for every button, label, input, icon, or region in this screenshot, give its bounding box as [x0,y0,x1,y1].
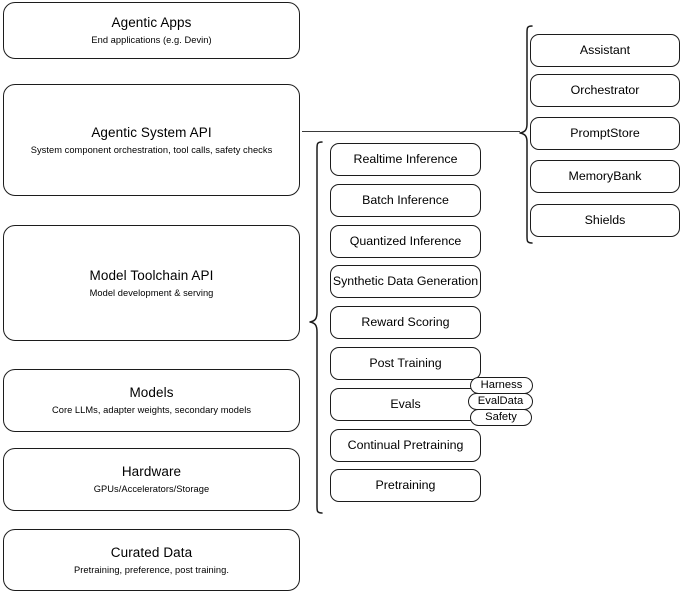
toolchain-item-quantized-inference[interactable]: Quantized Inference [330,225,481,258]
layer-curated-data[interactable]: Curated Data Pretraining, preference, po… [3,529,300,591]
item-label: Post Training [369,356,442,370]
item-label: Reward Scoring [361,315,450,329]
eval-pill-safety[interactable]: Safety [470,409,532,426]
layer-agentic-system-api[interactable]: Agentic System API System component orch… [3,84,300,196]
item-label: Evals [390,397,421,411]
layer-title: Model Toolchain API [89,267,214,283]
layer-title: Curated Data [110,544,193,560]
layer-model-toolchain-api[interactable]: Model Toolchain API Model development & … [3,225,300,341]
eval-pill-evaldata[interactable]: EvalData [468,393,533,410]
item-label: Shields [584,213,626,227]
eval-pill-harness[interactable]: Harness [470,377,533,394]
system-item-memorybank[interactable]: MemoryBank [530,160,680,193]
toolchain-item-post-training[interactable]: Post Training [330,347,481,380]
layer-subtitle: End applications (e.g. Devin) [91,35,212,45]
item-label: Quantized Inference [349,234,462,248]
connector-system-api-to-components [302,131,520,133]
brace-system-components [519,25,533,244]
item-label: Realtime Inference [353,152,458,166]
toolchain-item-continual-pretraining[interactable]: Continual Pretraining [330,429,481,462]
pill-label: Harness [480,379,523,391]
toolchain-item-realtime-inference[interactable]: Realtime Inference [330,143,481,176]
toolchain-item-reward-scoring[interactable]: Reward Scoring [330,306,481,339]
layer-subtitle: Core LLMs, adapter weights, secondary mo… [51,405,252,415]
layer-title: Models [129,385,174,400]
layer-hardware[interactable]: Hardware GPUs/Accelerators/Storage [3,448,300,511]
layer-subtitle: Pretraining, preference, post training. [74,564,229,575]
layer-agentic-apps[interactable]: Agentic Apps End applications (e.g. Devi… [3,2,300,59]
pill-label: EvalData [477,395,524,407]
system-item-assistant[interactable]: Assistant [530,34,680,67]
layer-models[interactable]: Models Core LLMs, adapter weights, secon… [3,369,300,432]
system-item-orchestrator[interactable]: Orchestrator [530,74,680,107]
toolchain-item-synthetic-data-generation[interactable]: Synthetic Data Generation [330,265,481,298]
item-label: Assistant [579,43,631,57]
pill-label: Safety [485,411,517,423]
layer-title: Hardware [121,464,182,479]
system-item-promptstore[interactable]: PromptStore [530,117,680,150]
layer-title: Agentic Apps [111,15,192,30]
item-label: Batch Inference [362,193,449,207]
item-label: Orchestrator [570,83,640,97]
item-label: Continual Pretraining [347,438,464,452]
layer-subtitle: Model development & serving [89,287,214,298]
layer-subtitle: System component orchestration, tool cal… [30,144,273,155]
layer-title: Agentic System API [91,124,212,140]
item-label: PromptStore [570,126,640,140]
system-item-shields[interactable]: Shields [530,204,680,237]
toolchain-item-pretraining[interactable]: Pretraining [330,469,481,502]
layer-subtitle: GPUs/Accelerators/Storage [93,484,210,494]
item-label: Synthetic Data Generation [332,274,479,288]
toolchain-item-evals[interactable]: Evals [330,388,481,421]
toolchain-item-batch-inference[interactable]: Batch Inference [330,184,481,217]
item-label: Pretraining [375,478,436,492]
brace-toolchain [309,141,323,514]
item-label: MemoryBank [568,169,642,183]
